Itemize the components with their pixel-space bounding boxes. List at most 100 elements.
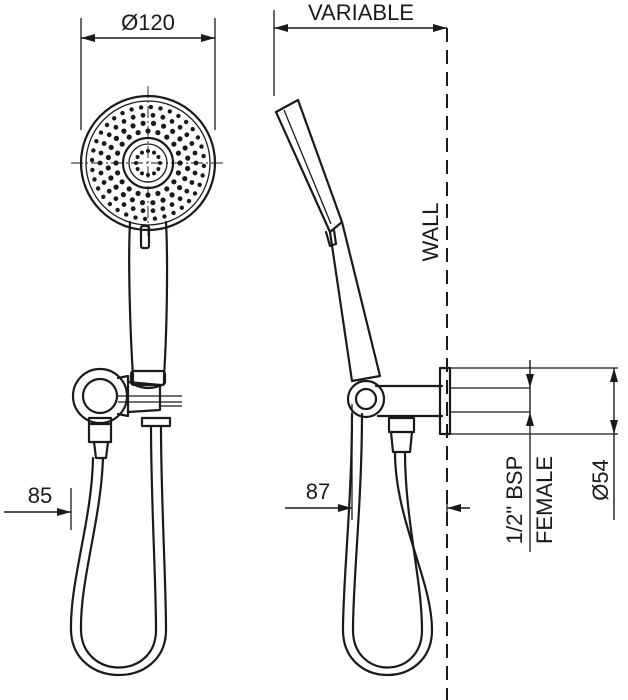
spray-nozzle <box>135 190 141 196</box>
spray-nozzle <box>98 150 104 156</box>
dimension-head-diameter: Ø120 <box>80 10 216 130</box>
spray-nozzle <box>182 176 188 182</box>
spray-nozzle <box>176 113 181 119</box>
spray-nozzle <box>190 127 195 132</box>
spray-nozzle <box>146 173 150 177</box>
spray-nozzle <box>140 150 144 155</box>
dimension-85: 85 <box>4 483 72 530</box>
dim-87-label: 87 <box>306 479 330 504</box>
spray-nozzle <box>129 197 135 203</box>
spray-nozzle <box>184 188 190 194</box>
spray-nozzle <box>98 130 104 135</box>
spray-nozzle <box>169 192 175 198</box>
spray-nozzle <box>185 165 191 172</box>
spray-nozzle <box>135 155 140 159</box>
wall-label: WALL <box>418 202 443 261</box>
spray-nozzle <box>124 212 129 217</box>
spray-nozzle <box>162 214 167 219</box>
spray-nozzle <box>113 160 119 166</box>
dimension-thread: 1/2" BSP FEMALE <box>502 360 557 552</box>
spray-nozzle <box>105 165 111 171</box>
spray-nozzle <box>119 179 125 185</box>
spray-nozzle <box>201 153 206 159</box>
spray-nozzle <box>177 136 183 142</box>
spray-nozzle <box>156 155 161 159</box>
spray-nozzle <box>120 110 125 116</box>
spray-nozzle <box>152 216 158 221</box>
spray-nozzle <box>112 116 117 121</box>
thread-label: 1/2" BSP <box>502 456 527 545</box>
spray-nozzle <box>145 128 151 134</box>
spray-nozzle <box>89 157 95 163</box>
spray-nozzle <box>160 206 166 212</box>
spray-nozzle <box>113 135 119 141</box>
spray-nozzle <box>152 150 156 155</box>
handle-side <box>328 220 386 419</box>
spray-nozzle <box>177 124 183 130</box>
diameter-head-label: Ø120 <box>121 10 175 35</box>
female-label: FEMALE <box>532 456 557 544</box>
spray-nozzle <box>145 192 151 198</box>
spray-nozzle <box>140 112 146 118</box>
spray-nozzle <box>142 216 148 222</box>
spray-nozzle <box>113 196 119 202</box>
spray-nozzle <box>177 160 183 166</box>
side-view: VARIABLE WALL <box>273 0 618 700</box>
spray-nozzle <box>134 161 138 165</box>
spray-nozzle <box>179 205 184 210</box>
spray-nozzle <box>115 207 120 213</box>
spray-nozzle <box>177 185 183 191</box>
spray-nozzle <box>186 198 192 204</box>
spray-nozzle <box>95 186 101 191</box>
spray-nozzle <box>150 120 157 126</box>
spray-nozzle <box>200 173 205 178</box>
spray-nozzle <box>121 119 127 124</box>
dim-85-label: 85 <box>28 483 52 508</box>
dimension-variable: VARIABLE <box>273 0 447 96</box>
spray-nozzle <box>101 141 107 146</box>
spray-nozzle <box>113 184 119 190</box>
spray-nozzle <box>119 141 125 147</box>
spray-nozzle <box>98 170 104 176</box>
spray-nozzle <box>164 134 170 140</box>
spray-nozzle <box>161 123 167 129</box>
front-view: Ø120 <box>4 10 225 676</box>
spray-nozzles <box>89 104 207 222</box>
spray-nozzle <box>108 144 114 150</box>
wall-arm-side <box>374 366 618 436</box>
spray-nozzle <box>155 190 161 196</box>
spray-nozzle <box>148 104 154 110</box>
spray-nozzle <box>101 180 107 185</box>
spray-nozzle <box>171 179 177 185</box>
spray-nozzle <box>192 191 198 196</box>
spray-nozzle <box>130 114 136 120</box>
handle-front <box>128 220 169 390</box>
spray-nozzle <box>150 200 156 206</box>
spray-nozzle <box>175 170 181 176</box>
dimension-flange-diameter: Ø54 <box>588 368 618 520</box>
spray-nozzle <box>115 150 121 156</box>
spray-nozzle <box>106 132 112 138</box>
spray-nozzle <box>184 132 190 138</box>
variable-label: VARIABLE <box>308 0 414 25</box>
spray-nozzle <box>135 167 140 171</box>
spray-nozzle <box>121 202 127 208</box>
spray-nozzle <box>192 150 198 156</box>
spray-nozzle <box>146 149 150 153</box>
dimension-87: 87 <box>285 404 470 520</box>
spray-nozzle <box>97 160 103 166</box>
diameter-flange-label: Ø54 <box>588 459 613 501</box>
spray-nozzle <box>140 120 146 126</box>
spray-nozzle <box>171 210 176 216</box>
spray-nozzle <box>170 128 176 134</box>
spray-nozzle <box>106 188 112 194</box>
spray-nozzle <box>130 123 136 129</box>
spray-nozzle <box>130 206 136 212</box>
spray-nozzle <box>175 150 181 156</box>
spray-nozzle <box>113 124 119 130</box>
spray-nozzle <box>169 202 175 208</box>
spray-nozzle <box>105 154 111 161</box>
spray-nozzle <box>94 139 99 144</box>
spray-nozzle <box>156 167 161 171</box>
